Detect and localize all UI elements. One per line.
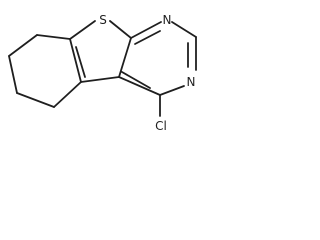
bond-c5-c4 — [16, 92, 55, 108]
bond-c4a-c3a — [80, 76, 120, 83]
bond-c8a-s — [69, 20, 96, 40]
bond-s-c9 — [109, 20, 132, 39]
bond-c7-c6 — [8, 34, 38, 57]
bond-c8a-c4a — [69, 38, 82, 83]
bond-c4-c4a — [53, 81, 82, 108]
bond-c8a-c4a-inner — [75, 46, 86, 78]
bond-c4-c3a — [118, 76, 161, 96]
atom-label-chlorine: Cl — [155, 119, 167, 133]
bond-c4-c3a-inner — [121, 71, 151, 89]
bond-n-right-c4 — [159, 85, 185, 96]
bond-n-top-c2 — [171, 21, 197, 38]
bond-c9-n-top-inner — [134, 30, 161, 45]
atom-label-nitrogen-right: N — [187, 75, 196, 89]
bond-lines — [8, 20, 197, 117]
bond-c6-c5 — [8, 55, 18, 94]
molecule-drawing: S N N Cl — [8, 13, 197, 133]
bond-c9-n-top — [130, 21, 162, 39]
atom-label-nitrogen-top: N — [163, 13, 172, 27]
bond-c3a-c9 — [118, 37, 132, 78]
bond-c8-c7 — [36, 34, 71, 40]
structure-diagram: S N N Cl — [0, 0, 206, 147]
atom-label-sulfur: S — [99, 13, 107, 27]
